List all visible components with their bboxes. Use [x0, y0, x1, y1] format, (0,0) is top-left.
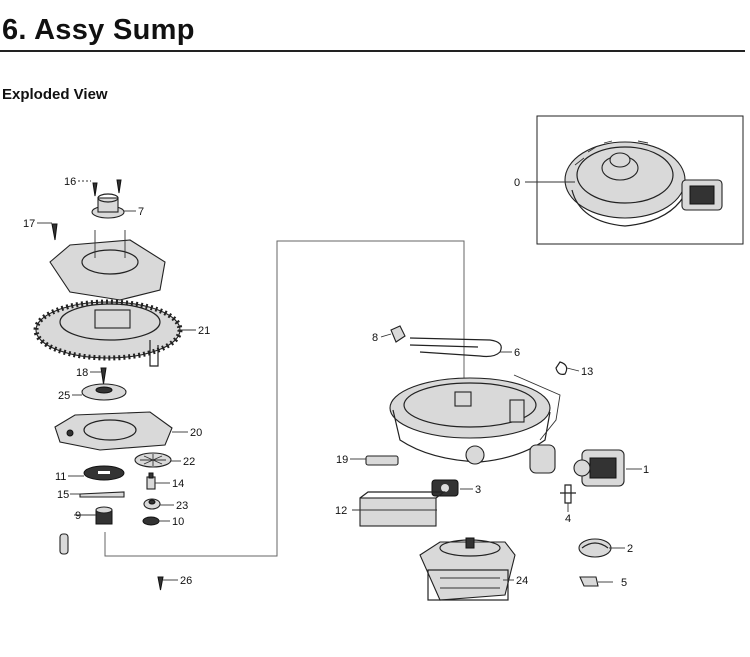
part-25-disc: [81, 383, 127, 401]
callout-22: 22: [183, 456, 195, 468]
part-1-pump: [573, 449, 625, 487]
callout-labels: 0 1 2 3 4 5 6 7 8 9 10 11 12 13 14 15 16…: [23, 176, 649, 589]
callout-15: 15: [57, 489, 69, 501]
callout-leader-lines: [37, 180, 642, 583]
callout-4: 4: [565, 513, 571, 525]
callout-0: 0: [514, 177, 520, 189]
part-sump-body: [389, 374, 561, 474]
part-24-motor: [419, 537, 516, 601]
part-20-housing: [54, 411, 173, 451]
callout-1: 1: [643, 464, 649, 476]
part-22-impeller: [134, 452, 172, 468]
part-16-17-screws: [51, 179, 122, 241]
part-pin: [59, 533, 69, 555]
callout-21: 21: [198, 325, 210, 337]
callout-11: 11: [55, 471, 66, 483]
callout-12: 12: [335, 505, 347, 517]
part-11-filter-disc: [83, 465, 125, 481]
part-4-nozzle: [560, 484, 576, 504]
part-7-seal: [91, 193, 125, 219]
part-9-bushing: [95, 506, 113, 525]
assembly-connection-line: [104, 240, 465, 557]
part-18-screw: [100, 367, 107, 385]
part-15-blade: [79, 491, 125, 498]
callout-13: 13: [581, 366, 593, 378]
callout-7: 7: [138, 206, 144, 218]
part-5-clip: [579, 576, 599, 587]
part-2-cover: [578, 538, 612, 558]
callout-25: 25: [58, 390, 70, 402]
callout-5: 5: [621, 577, 627, 589]
part-19-rail: [365, 455, 399, 466]
part-10-washer: [142, 516, 160, 526]
callout-8: 8: [372, 332, 378, 344]
part-23-nut: [143, 498, 161, 510]
part-8-bracket: [390, 325, 406, 343]
callout-6: 6: [514, 347, 520, 359]
part-26-screw: [157, 576, 164, 591]
callout-18: 18: [76, 367, 88, 379]
callout-14: 14: [172, 478, 184, 490]
part-21-gear-ring: [33, 299, 183, 367]
part-6-heater: [409, 337, 502, 358]
callout-24: 24: [516, 575, 528, 587]
title-rule: [0, 50, 745, 52]
callout-2: 2: [627, 543, 633, 555]
part-3-sensor: [431, 479, 459, 497]
part-13-clip: [555, 361, 568, 375]
assembled-view-inset: [536, 115, 744, 245]
callout-26: 26: [180, 575, 192, 587]
page-title: 6. Assy Sump: [2, 14, 195, 46]
part-14-fitting: [146, 472, 156, 490]
section-subtitle: Exploded View: [2, 86, 108, 103]
callout-3: 3: [475, 484, 481, 496]
callout-9: 9: [75, 510, 81, 522]
callout-20: 20: [190, 427, 202, 439]
callout-17: 17: [23, 218, 35, 230]
callout-16: 16: [64, 176, 76, 188]
callout-10: 10: [172, 516, 184, 528]
part-cover-plate: [49, 230, 166, 301]
part-12-filter: [359, 491, 446, 527]
callout-19: 19: [336, 454, 348, 466]
callout-23: 23: [176, 500, 188, 512]
